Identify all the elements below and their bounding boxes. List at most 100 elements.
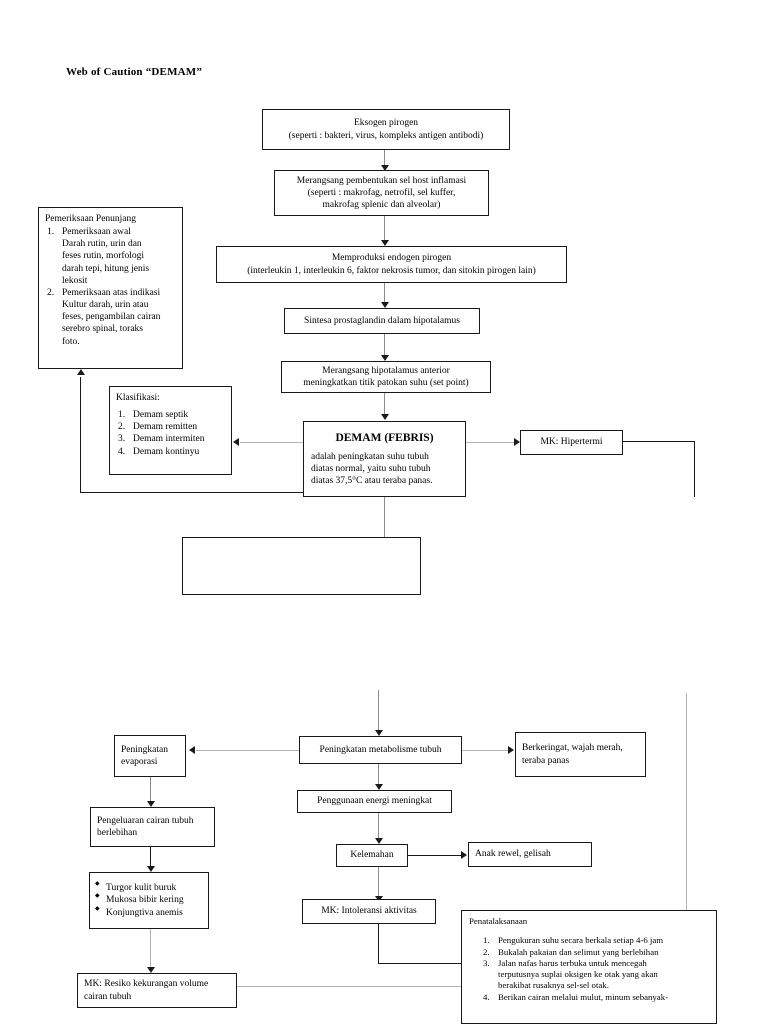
connector-demam-to-hipertermi [466,442,516,444]
connector-metabolisme-to-berkeringat [462,750,510,752]
pemeriksaan-item-2-line-2: Kultur darah, urin atau [62,300,149,311]
arrowhead-evaporasi [189,746,195,754]
arrowhead-endogen [381,240,389,246]
connector-demam-to-pemeriksaan-vertical [80,377,82,493]
pemeriksaan-item-1-line-3: feses rutin, morfologi [62,251,145,262]
mk-resiko-line-2: cairan tubuh [84,991,132,1002]
page-title: Web of Caution “DEMAM” [66,66,203,78]
penatalaksanaan-item-1: 1. Pengukuran suhu secara berkala setiap… [481,935,709,946]
box-anak-rewel: Anak rewel, gelisah [468,842,592,867]
box-pemeriksaan-penunjang: Pemeriksaan Penunjang 1. Pemeriksaan awa… [38,207,183,369]
box-demam-febris: DEMAM (FEBRIS) adalah peningkatan suhu t… [303,421,466,497]
arrowhead-klasifikasi [233,438,239,446]
kelemahan-line-1: Kelemahan [350,850,394,861]
endogen-line-1: Memproduksi endogen pirogen [331,253,452,264]
klasifikasi-item-1: 1. Demam septik [116,409,225,421]
box-empty [182,537,421,595]
klasifikasi-item-3-label: Demam intermiten [133,434,205,445]
berkeringat-line-1: Berkeringat, wajah merah, [522,743,623,754]
arrowhead-sintesa [381,302,389,308]
arrowhead-berkeringat [508,746,514,754]
pemeriksaan-item-1-number: 1. [47,227,55,238]
connector-top-to-metabolisme [378,690,380,733]
arrowhead-mk-resiko [147,967,155,973]
penatalaksanaan-item-1-line-1: Pengukuran suhu secara berkala setiap 4-… [498,935,664,946]
eksogen-line-1: Eksogen pirogen [353,118,419,129]
energi-line-1: Penggunaan energi meningkat [317,796,432,807]
endogen-line-2: (interleukin 1, interleukin 6, faktor ne… [247,265,536,276]
connector-demam-to-klasifikasi [240,442,303,444]
klasifikasi-item-1-label: Demam septik [133,410,189,421]
berkeringat-line-2: teraba panas [522,755,570,766]
pemeriksaan-item-2-line-1: Pemeriksaan atas indikasi [62,287,161,298]
arrowhead-tanda-dehidrasi [147,866,155,872]
pemeriksaan-item-2-number: 2. [47,287,55,298]
arrowhead-demam [381,414,389,420]
pemeriksaan-item-1-line-5: lekosit [62,275,88,286]
connector-energi-to-kelemahan [378,813,380,840]
box-merangsang-hipotalamus: Merangsang hipotalamus anterior meningka… [281,361,491,393]
box-memproduksi-endogen: Memproduksi endogen pirogen (interleukin… [216,246,567,283]
tanda-dehidrasi-list: Turgor kulit buruk Mukosa bibir kering K… [95,881,201,919]
box-merangsang-sel-host: Merangsang pembentukan sel host inflamas… [274,170,489,216]
penatalaksanaan-item-4: 4. Berikan cairan melalui mulut, minum s… [481,992,709,1003]
klasifikasi-item-3-number: 3. [118,434,126,445]
pemeriksaan-item-2-line-3: feses, pengambilan cairan [62,312,161,323]
tanda-dehidrasi-item-3: Konjungtiva anemis [95,906,201,919]
arrowhead-hipotalamus [381,355,389,361]
box-tanda-dehidrasi: Turgor kulit buruk Mukosa bibir kering K… [89,872,209,929]
penatalaksanaan-item-3-line-3: berakibat rusaknya sel-sel otak. [498,980,609,991]
arrowhead-selhost [381,165,389,171]
penatalaksanaan-item-3: 3. Jalan nafas harus terbuka untuk mence… [481,958,709,992]
hipotalamus-line-2: meningkatkan titik patokan suhu (set poi… [303,378,469,388]
mk-intoleransi-label: MK: Intoleransi aktivitas [321,906,417,917]
connector-pengeluaran-to-tanda [150,847,152,870]
penatalaksanaan-item-2: 2. Bukalah pakaian dan selimut yang berl… [481,947,709,958]
box-peningkatan-metabolisme: Peningkatan metabolisme tubuh [299,736,462,764]
pemeriksaan-item-2: 2. Pemeriksaan atas indikasi Kultur dara… [45,287,176,348]
arrowhead-pengeluaran [147,801,155,807]
connector-metabolisme-to-energi [378,764,380,786]
connector-metabolisme-to-evaporasi [196,750,299,752]
pemeriksaan-item-1-line-1: Pemeriksaan awal [62,227,131,238]
box-sintesa-prostaglandin: Sintesa prostaglandin dalam hipotalamus [284,308,480,334]
connector-kelemahan-to-intoleransi [378,867,380,898]
hipotalamus-line-1: Merangsang hipotalamus anterior [322,365,450,376]
box-klasifikasi: Klasifikasi: 1. Demam septik 2. Demam re… [109,386,232,475]
connector-hipertermi-right [623,441,695,443]
pengeluaran-line-2: berlebihan [97,828,138,838]
connector-hipertermi-down [694,441,696,497]
demam-line-3: diatas 37,5°C atau teraba panas. [311,475,433,486]
anak-rewel-line-1: Anak rewel, gelisah [475,849,551,860]
klasifikasi-item-3: 3. Demam intermiten [116,433,225,445]
box-mk-resiko-kekurangan: MK: Resiko kekurangan volume cairan tubu… [77,973,237,1008]
box-pengeluaran-cairan: Pengeluaran cairan tubuh berlebihan [90,807,215,847]
penatalaksanaan-item-3-number: 3. [483,957,490,968]
arrowhead-hipertermi [514,438,520,446]
box-berkeringat: Berkeringat, wajah merah, teraba panas [515,732,646,777]
klasifikasi-item-4-number: 4. [118,446,126,457]
mk-hipertermi-label: MK: Hipertermi [540,437,603,448]
pengeluaran-line-1: Pengeluaran cairan tubuh [97,815,194,826]
penatalaksanaan-heading: Penatalaksanaan [469,916,528,926]
box-mk-intoleransi: MK: Intoleransi aktivitas [302,899,436,924]
connector-endogen-to-sintesa [384,283,386,304]
sintesa-line-1: Sintesa prostaglandin dalam hipotalamus [304,315,460,326]
connector-right-rail-lower [686,693,688,911]
selhost-line-2: (seperti : makrofag, netrofil, sel kuffe… [307,187,456,198]
metabolisme-line-1: Peningkatan metabolisme tubuh [319,744,442,755]
arrowhead-anak-rewel [461,851,467,859]
penatalaksanaan-item-4-number: 4. [483,991,490,1002]
connector-demam-to-empty-box [384,497,386,537]
pemeriksaan-item-2-line-5: foto. [62,336,80,347]
connector-selhost-to-endogen [384,216,386,242]
pemeriksaan-item-1-line-2: Darah rutin, urin dan [62,239,142,250]
klasifikasi-heading: Klasifikasi: [116,393,160,403]
penatalaksanaan-list: 1. Pengukuran suhu secara berkala setiap… [469,935,709,1003]
penatalaksanaan-item-2-line-1: Bukalah pakaian dan selimut yang berlebi… [498,946,659,957]
tanda-dehidrasi-item-1: Turgor kulit buruk [95,881,201,894]
pemeriksaan-list: 1. Pemeriksaan awal Darah rutin, urin da… [45,226,176,348]
mk-resiko-line-1: MK: Resiko kekurangan volume [84,979,209,990]
demam-line-1: adalah peningkatan suhu tubuh [311,451,429,462]
